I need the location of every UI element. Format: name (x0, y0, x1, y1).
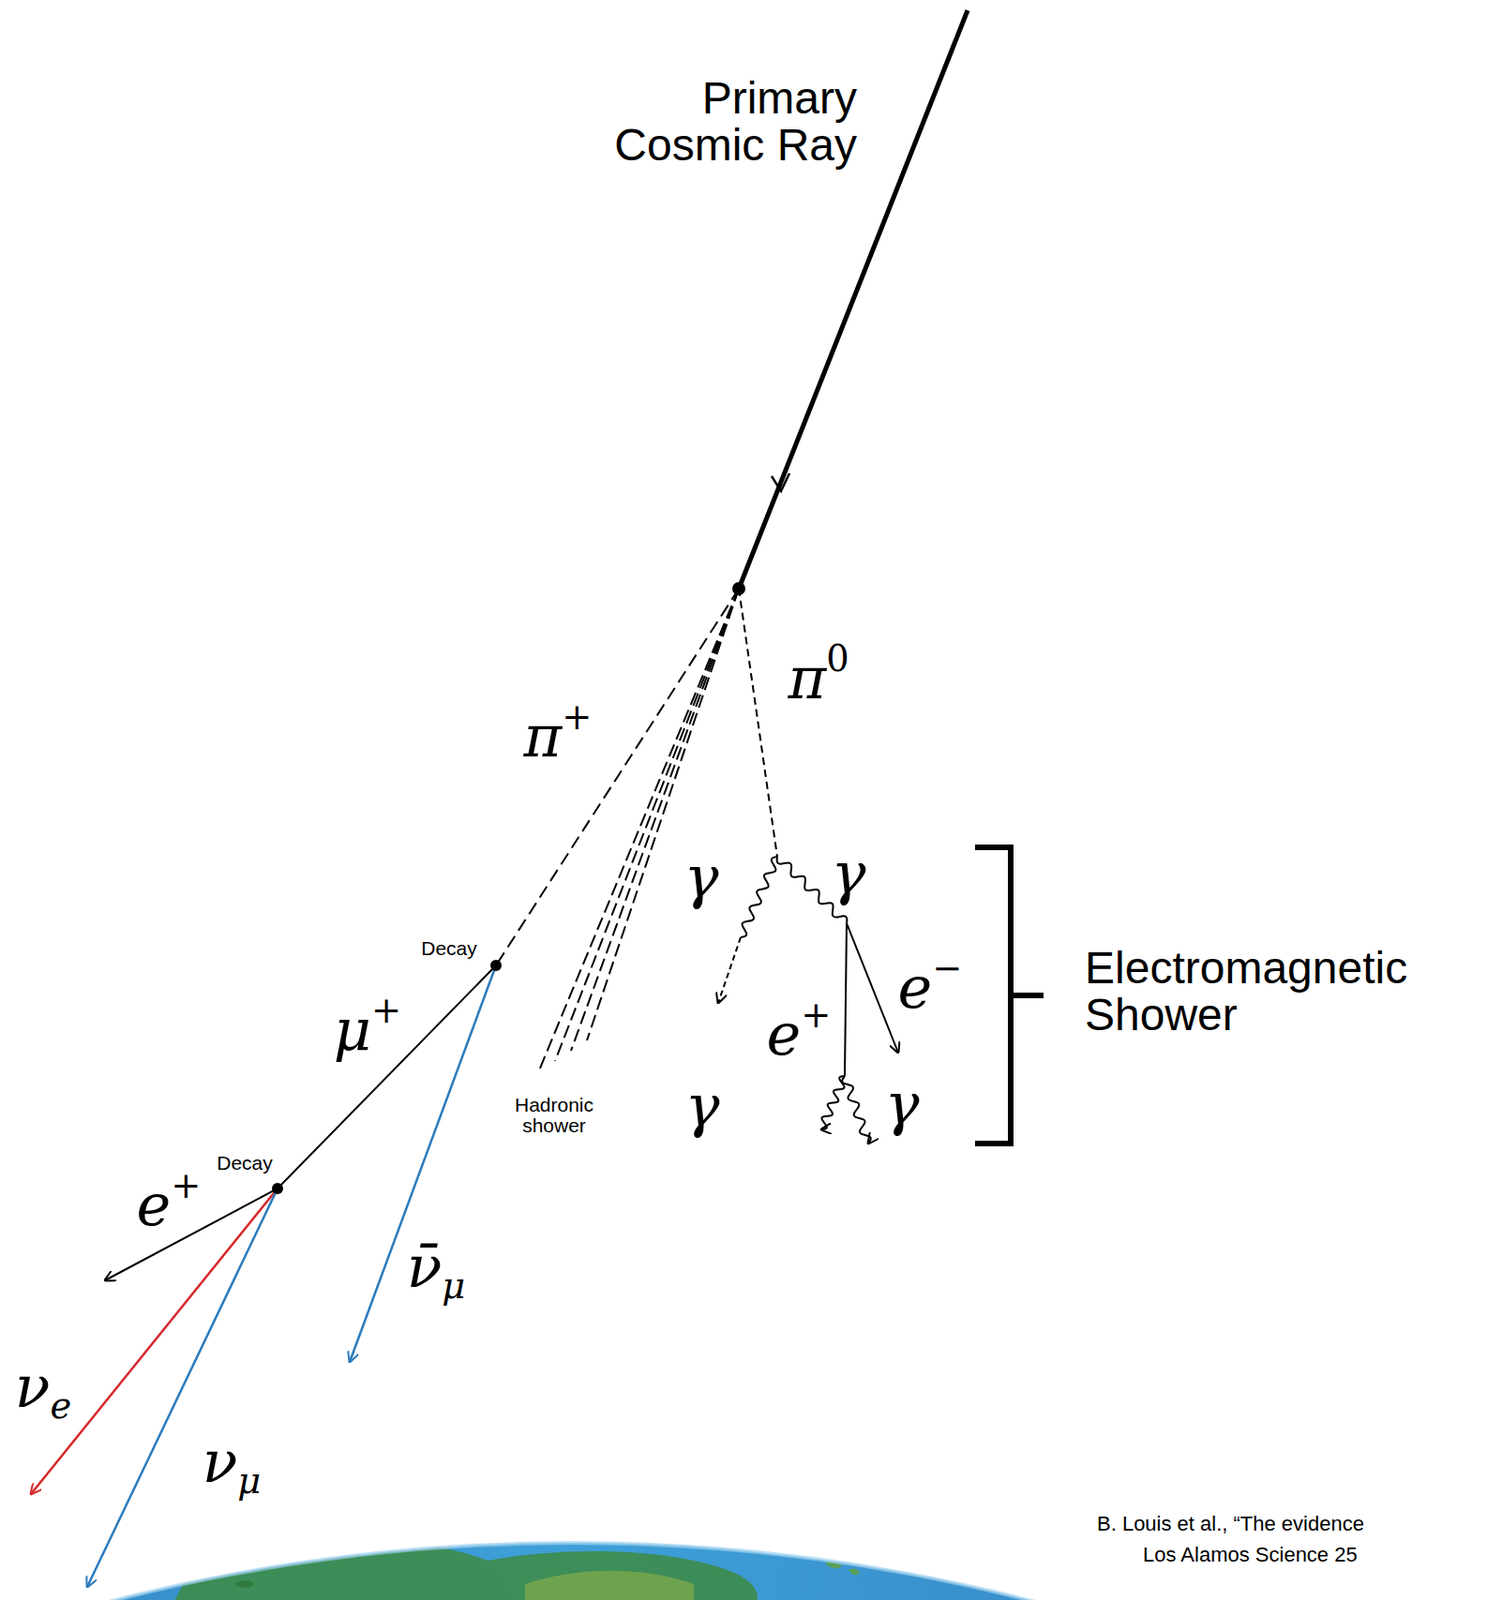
earth (0, 1543, 1487, 1600)
citation: B. Louis et al., “The evidence (1096, 1513, 1365, 1535)
vertex-dot (271, 1183, 284, 1195)
ray-title: Primary Cosmic Ray (575, 75, 857, 170)
pion-line (495, 588, 739, 966)
photon-line (740, 856, 778, 938)
ray-arrow (771, 473, 790, 492)
vertex-dot (490, 960, 502, 972)
pion-line (738, 588, 778, 857)
hadronic-line (555, 588, 739, 1062)
neutrino-line (349, 965, 496, 1363)
bracket (975, 847, 1044, 1144)
photon-tail (718, 937, 741, 1004)
particle-label: π+ (524, 705, 593, 767)
particle-label: π0 (787, 647, 849, 709)
neutrino-label: νe (15, 1356, 72, 1418)
decay-label: Decay (420, 938, 478, 960)
hadronic-line (570, 588, 739, 1052)
photon-label: γ (683, 846, 719, 908)
photon-label: γ (884, 1073, 919, 1135)
electron-line (846, 923, 899, 1053)
particle-label: e− (898, 957, 963, 1019)
photon-line (821, 1076, 845, 1130)
hadronic-line (586, 588, 739, 1041)
vertex-dot (732, 582, 746, 596)
decay-label: Decay (216, 1153, 273, 1174)
muon-line (277, 965, 496, 1189)
particle-label: e+ (136, 1174, 202, 1236)
photon-label: γ (684, 1075, 720, 1137)
neutrino-label: ν̄μ (406, 1236, 466, 1298)
citation: Los Alamos Science 25 (1142, 1544, 1358, 1566)
positron-line (844, 923, 847, 1077)
particle-label: μ+ (333, 999, 403, 1061)
photon-label: γ (830, 842, 866, 904)
neutrino-line (87, 1188, 278, 1588)
shower-label: Hadronic shower (502, 1095, 606, 1137)
shower-title: Electromagnetic Shower (1084, 945, 1395, 1040)
neutrino-label: νμ (202, 1431, 262, 1493)
photon-line (841, 1076, 872, 1144)
particle-label: e+ (766, 1004, 832, 1066)
hadronic-line (539, 588, 739, 1071)
